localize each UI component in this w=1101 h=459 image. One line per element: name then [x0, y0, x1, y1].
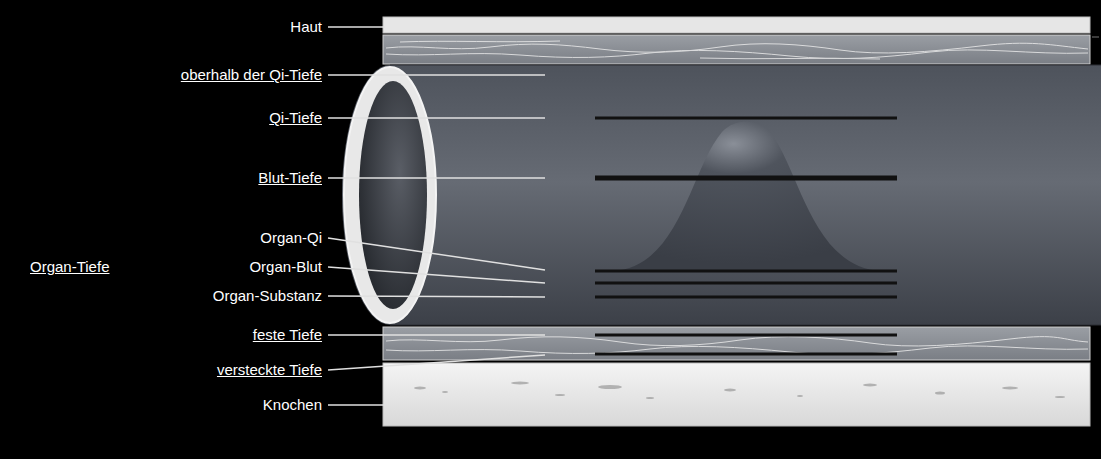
depth-label: Blut-Tiefe — [258, 169, 322, 187]
vessel-cylinder — [342, 65, 1101, 325]
depth-label: Qi-Tiefe — [269, 109, 322, 127]
vessel-edge — [390, 65, 1101, 66]
depth-label: feste Tiefe — [253, 326, 322, 344]
depth-label: versteckte Tiefe — [217, 361, 322, 379]
depth-label: oberhalb der Qi-Tiefe — [181, 66, 322, 84]
bone-texture — [414, 382, 1065, 400]
depth-label: Organ-Substanz — [213, 287, 322, 305]
tissue-band — [383, 35, 1090, 64]
bone-band — [383, 363, 1090, 426]
depth-label: Organ-Qi — [260, 229, 322, 247]
tissue-texture — [386, 41, 1088, 59]
tissue-band — [383, 327, 1090, 360]
pulse-wave — [612, 122, 882, 272]
vessel-lumen — [359, 81, 427, 309]
leader-lines — [328, 27, 545, 405]
depth-label: Organ-Blut — [249, 258, 322, 276]
tissue-texture — [386, 337, 1088, 355]
edge-mark — [1092, 37, 1099, 38]
depth-lines — [595, 118, 897, 354]
skin-band — [383, 17, 1090, 33]
vessel-edge — [390, 325, 1101, 326]
depth-label: Knochen — [263, 396, 322, 414]
vessel-wall-ring — [344, 67, 436, 323]
depth-label: Haut — [290, 18, 322, 36]
depth-label: Organ-Tiefe — [30, 258, 109, 276]
